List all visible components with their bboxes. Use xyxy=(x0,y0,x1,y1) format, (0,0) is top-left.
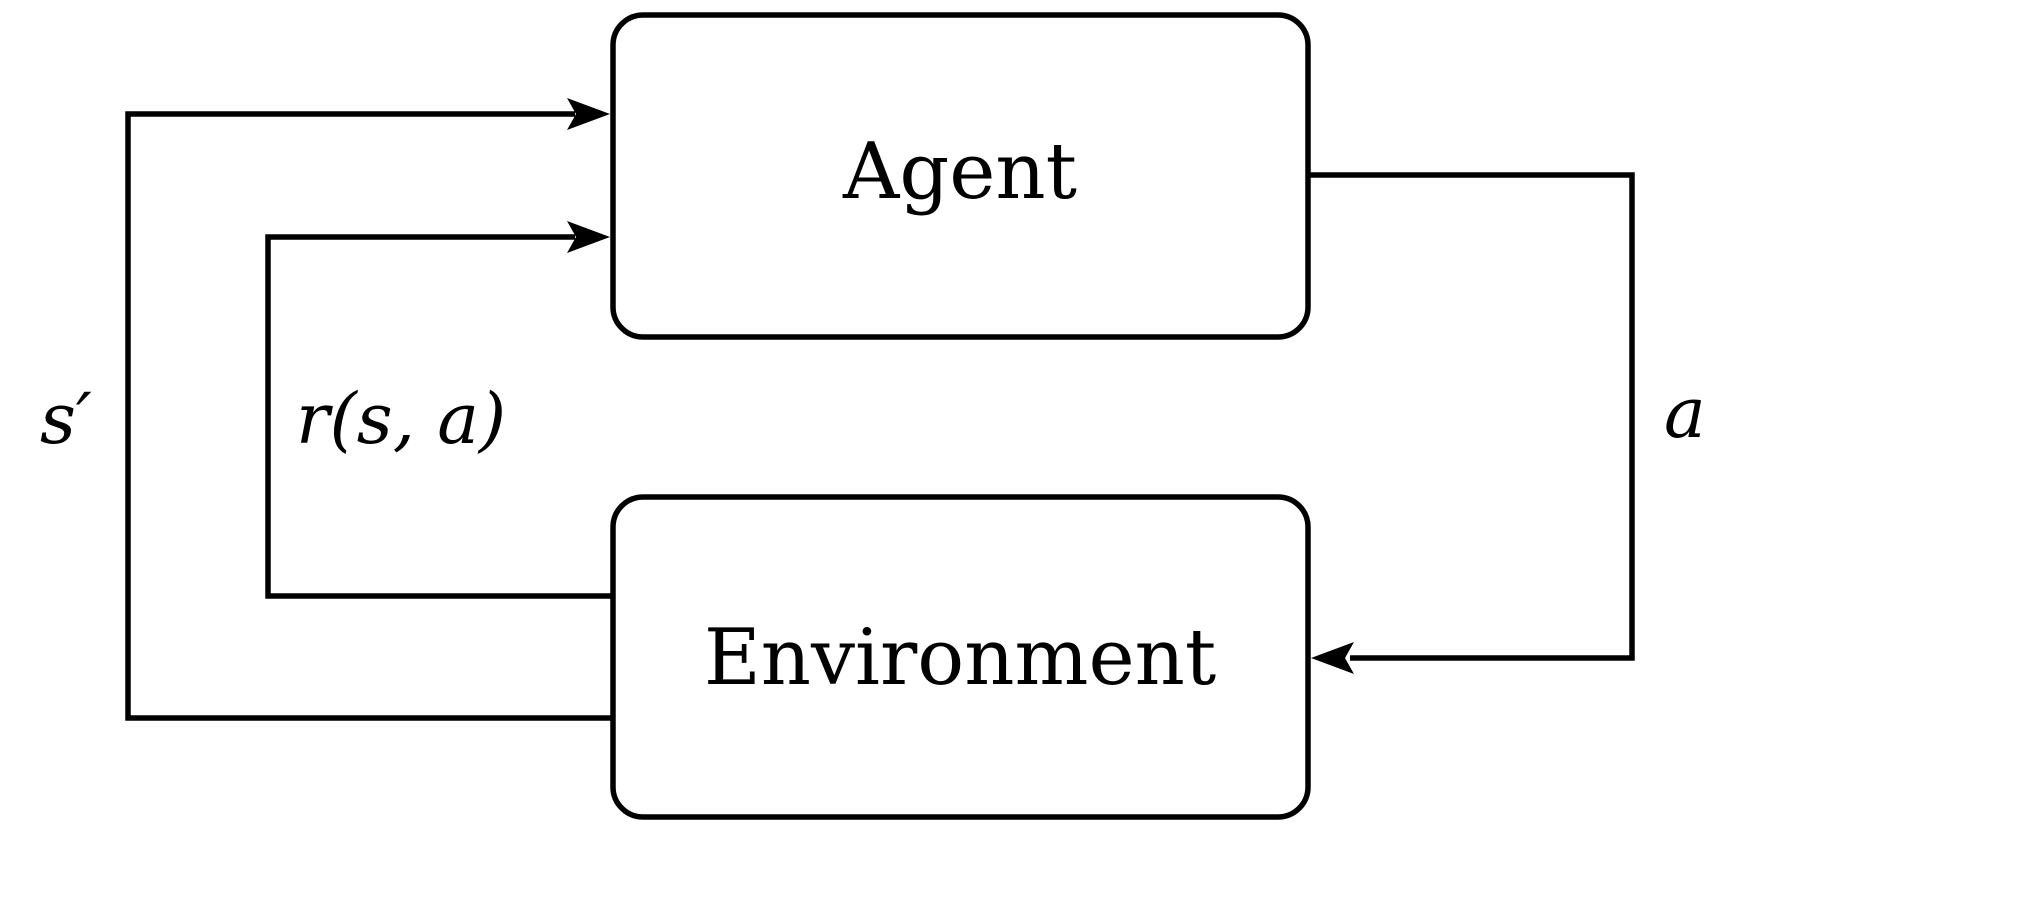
action-label: a xyxy=(1664,372,1706,454)
reward-label: r(s, a) xyxy=(296,378,506,460)
next-state-label: s′ xyxy=(40,378,92,460)
reward-arrowhead xyxy=(567,221,610,253)
action-line xyxy=(1308,172,1635,661)
next-state-line xyxy=(125,111,613,721)
environment-label: Environment xyxy=(704,613,1216,703)
reward-line xyxy=(265,234,613,599)
next-state-arrowhead xyxy=(567,98,610,130)
agent-label: Agent xyxy=(842,127,1077,217)
environment-box xyxy=(610,494,1311,820)
action-edge xyxy=(1308,172,1635,674)
reward-edge xyxy=(265,221,613,599)
next-state-edge xyxy=(125,98,613,721)
action-arrowhead xyxy=(1311,642,1354,674)
